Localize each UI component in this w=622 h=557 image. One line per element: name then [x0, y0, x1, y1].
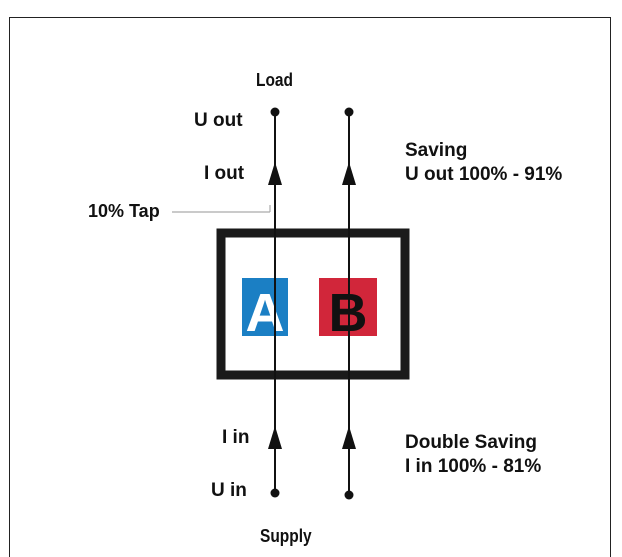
saving-note: Saving U out 100% - 91%: [405, 139, 562, 187]
u-in-label: U in: [211, 480, 247, 501]
i-in-label: I in: [222, 427, 250, 448]
winding-a-box: [242, 278, 288, 336]
double-saving-note: Double Saving I in 100% - 81%: [405, 431, 541, 479]
load-right-terminal: [344, 107, 354, 117]
u-out-label: U out: [194, 110, 243, 131]
i-out-label: I out: [204, 163, 245, 184]
load-label: Load: [256, 70, 293, 90]
right-in-arrow: [342, 426, 356, 449]
saving-title: Saving: [405, 140, 468, 161]
transformer-enclosure: [216, 228, 410, 380]
tap-label: 10% Tap: [88, 201, 160, 221]
right-out-arrow: [342, 162, 356, 185]
supply-label: Supply: [260, 526, 312, 546]
i-in-arrow: [268, 426, 282, 449]
double-saving-detail: I in 100% - 81%: [405, 456, 542, 477]
diagram-frame: [9, 17, 611, 557]
double-saving-title: Double Saving: [405, 432, 537, 453]
saving-detail: U out 100% - 91%: [405, 164, 563, 185]
i-out-arrow: [268, 162, 282, 185]
u-in-terminal: [270, 488, 280, 498]
supply-right-terminal: [344, 490, 354, 500]
u-out-terminal: [270, 107, 280, 117]
winding-a-letter: A: [246, 283, 285, 343]
